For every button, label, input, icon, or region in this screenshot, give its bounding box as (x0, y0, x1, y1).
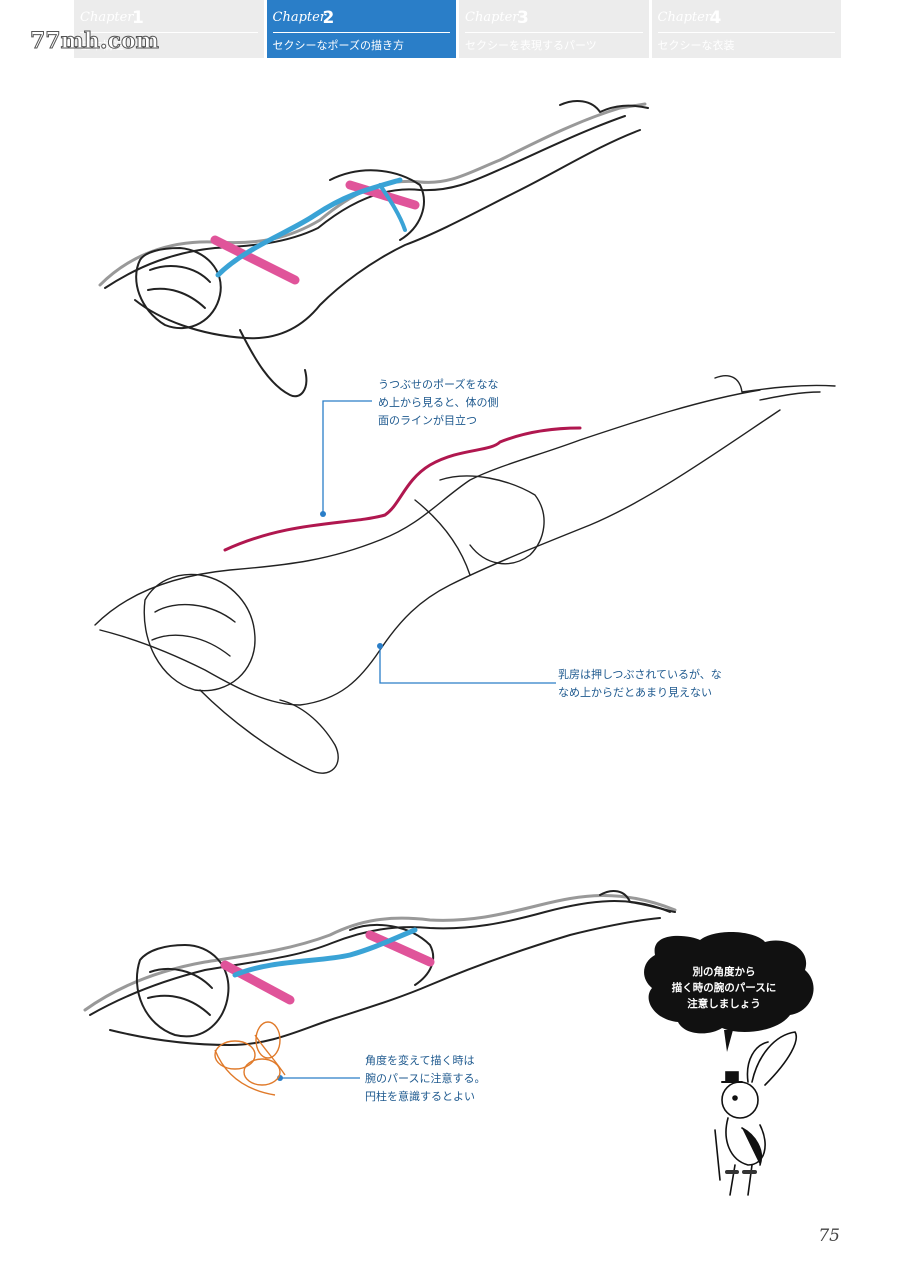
chapter-tabs: Chapter 1 基本構造 Chapter 2 セクシーなポーズの描き方 Ch… (74, 0, 841, 58)
figure-sketch-bottom (83, 889, 677, 1047)
arm-cylinder-guides (214, 1021, 286, 1096)
speech-bubble-text: 別の角度から 描く時の腕のパースに 注意しましょう (671, 966, 777, 1010)
guide-lines-bottom (220, 927, 435, 1005)
tab-chapter-number: 3 (517, 8, 529, 28)
tab-chapter-word: Chapter (272, 10, 327, 25)
speech-bubble (644, 931, 814, 1052)
page-number: 75 (818, 1226, 840, 1246)
tab-chapter-number: 2 (322, 8, 335, 28)
tab-chapter-title: セクシーを表現するパーツ (465, 39, 597, 52)
tab-chapter-3[interactable]: Chapter 3 セクシーを表現するパーツ (459, 0, 649, 58)
side-line-highlight (223, 426, 582, 552)
guide-lines-top (210, 177, 420, 285)
leader-lines (277, 400, 556, 1081)
tab-divider (80, 32, 258, 33)
figure-sketch-top (98, 99, 649, 398)
annotation-side-line: うつぶせのポーズをなな め上から見ると、体の側 面のラインが目立つ (378, 378, 499, 427)
tab-chapter-title: セクシーなポーズの描き方 (272, 39, 404, 52)
annotation-breast: 乳房は押しつぶされているが、な なめ上からだとあまり見えない (558, 668, 722, 699)
annotation-arm-perspective: 角度を変えて描く時は 腕のパースに注意する。 円柱を意識するとよい (365, 1054, 486, 1103)
tab-chapter-title: 基本構造 (80, 39, 124, 52)
figure-lineart-middle (94, 374, 836, 774)
bunny-mascot-icon (714, 1031, 797, 1196)
tab-chapter-2[interactable]: Chapter 2 セクシーなポーズの描き方 (266, 0, 456, 58)
tab-chapter-number: 1 (132, 8, 144, 28)
tab-divider (272, 32, 450, 33)
tab-divider (465, 32, 643, 33)
tab-chapter-word: Chapter (80, 10, 134, 25)
tab-chapter-word: Chapter (657, 10, 712, 25)
site-watermark: 77mh.com (30, 28, 160, 55)
tab-chapter-number: 4 (709, 8, 722, 28)
tab-chapter-1[interactable]: Chapter 1 基本構造 (74, 0, 264, 58)
tab-chapter-4[interactable]: Chapter 4 セクシーな衣装 (651, 0, 841, 58)
tab-chapter-word: Chapter (465, 10, 519, 25)
tab-divider (657, 32, 835, 33)
tab-chapter-title: セクシーな衣装 (657, 39, 735, 52)
